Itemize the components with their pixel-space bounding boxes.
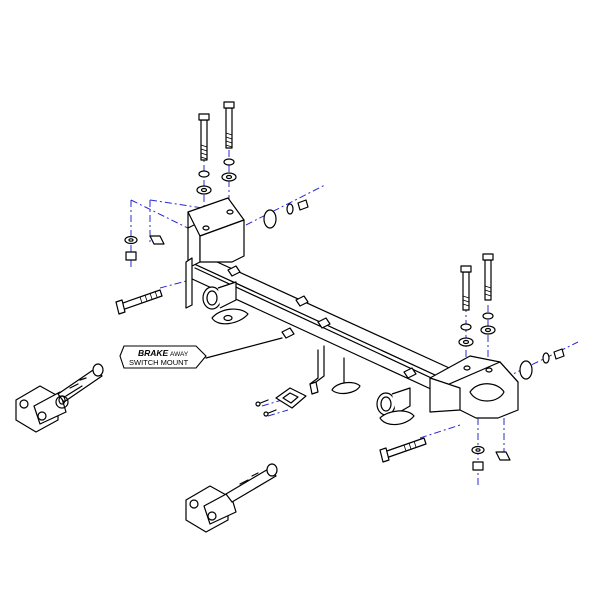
left-bracket-bolts xyxy=(198,101,235,161)
brake-away-switch-mount-plate xyxy=(275,387,307,409)
right-bracket-nut-washer-block xyxy=(471,445,511,471)
left-bracket-flat-washers xyxy=(196,172,237,195)
left-bracket-nut-washer-block xyxy=(124,235,165,261)
tube-tabs xyxy=(227,265,417,379)
left-long-bolt xyxy=(115,289,163,315)
left-safety-tab xyxy=(211,308,249,325)
right-receiver-tube xyxy=(376,387,415,426)
tow-adapter-lower xyxy=(185,463,278,533)
hitch-pin-clip xyxy=(55,385,83,409)
callout-line1-rest: AWAY xyxy=(170,351,189,358)
tow-adapter-upper xyxy=(15,363,104,433)
right-bracket-bolts xyxy=(460,253,494,311)
brake-away-switch-mount-callout: BRAKE AWAY SWITCH MOUNT xyxy=(119,337,283,369)
right-bracket-flat-washers xyxy=(458,325,496,347)
switch-mount-screws xyxy=(255,399,277,417)
right-side-bolt-hardware xyxy=(519,348,565,380)
right-mounting-bracket xyxy=(429,355,519,419)
left-side-bolt-hardware xyxy=(263,199,309,229)
callout-line2: SWITCH MOUNT xyxy=(129,358,189,367)
callout-line1-emphasis: BRAKE xyxy=(138,348,169,358)
center-hanger-bracket xyxy=(309,345,361,395)
right-bracket-lock-washers xyxy=(460,312,494,331)
left-receiver-tube xyxy=(202,281,237,310)
assembly-centerlines xyxy=(130,150,579,488)
left-bracket-lock-washers xyxy=(198,158,235,178)
left-mounting-bracket xyxy=(185,197,245,309)
right-long-bolt xyxy=(379,437,427,463)
